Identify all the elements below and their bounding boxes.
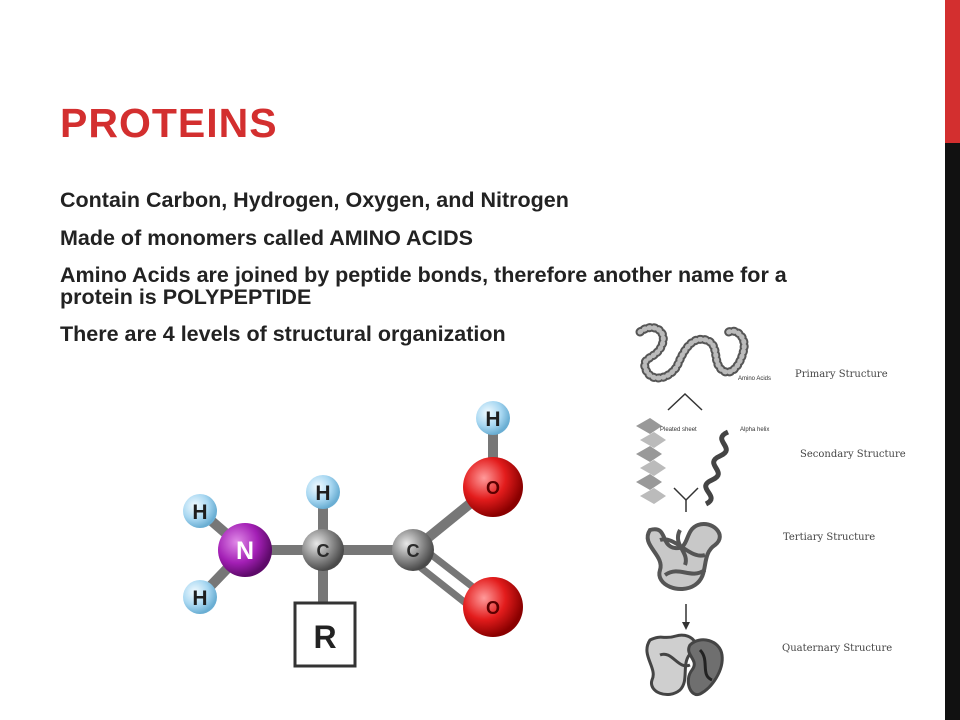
alpha-helix-label: Alpha helix (740, 427, 769, 433)
arrow-head (682, 622, 690, 630)
amino-acids-label: Amino Acids (738, 376, 771, 382)
atom-label: O (486, 478, 500, 498)
atom-label: C (407, 541, 420, 561)
pleated-sheet-label: Pleated sheet (660, 427, 697, 433)
hydrogen-atom (183, 580, 217, 614)
amino-acid-diagram: R H H H H N C C O O (183, 401, 523, 668)
hydrogen-atom (306, 475, 340, 509)
atom-label: H (315, 482, 330, 505)
tertiary-structure-label: Tertiary Structure (783, 532, 875, 543)
primary-structure-label: Primary Structure (795, 369, 888, 380)
alpha-helix (703, 429, 730, 507)
carbon-atom (302, 529, 344, 571)
hydrogen-atom (476, 401, 510, 435)
secondary-structure-label: Secondary Structure (800, 449, 906, 460)
carbon-atom (392, 529, 434, 571)
atom-label: H (192, 501, 207, 524)
pleated-sheet (636, 418, 666, 504)
accent-bar-red (945, 0, 960, 143)
primary-structure-chain (635, 323, 749, 383)
bullet-item: Contain Carbon, Hydrogen, Oxygen, and Ni… (60, 188, 569, 212)
bullet-item: Made of monomers called AMINO ACIDS (60, 226, 473, 250)
connector-arrow (667, 392, 703, 411)
atom-label: H (485, 408, 500, 431)
oxygen-atom (463, 457, 523, 517)
bullet-list: Contain Carbon, Hydrogen, Oxygen, and Ni… (60, 188, 850, 360)
bullet-item: Amino Acids are joined by peptide bonds,… (60, 263, 787, 309)
tertiary-structure-fold (645, 522, 722, 591)
atom-label: O (486, 598, 500, 618)
hydrogen-atom (183, 494, 217, 528)
atom-label: H (192, 587, 207, 610)
atom-label: N (236, 537, 254, 565)
oxygen-atom (463, 577, 523, 637)
bullet-item: There are 4 levels of structural organiz… (60, 322, 506, 346)
accent-bar-black (945, 143, 960, 720)
quaternary-structure-label: Quaternary Structure (782, 643, 892, 654)
protein-structure-levels-diagram: Amino Acids Primary Structure Pleated sh… (635, 323, 906, 697)
bonds (195, 415, 500, 620)
nitrogen-atom (218, 523, 272, 577)
atom-label: C (317, 541, 330, 561)
connector-arrow (673, 487, 699, 502)
slide-title: PROTEINS (60, 100, 278, 146)
r-group-label: R (313, 619, 336, 655)
r-group-box (293, 601, 357, 668)
quaternary-structure-fold (645, 633, 724, 697)
